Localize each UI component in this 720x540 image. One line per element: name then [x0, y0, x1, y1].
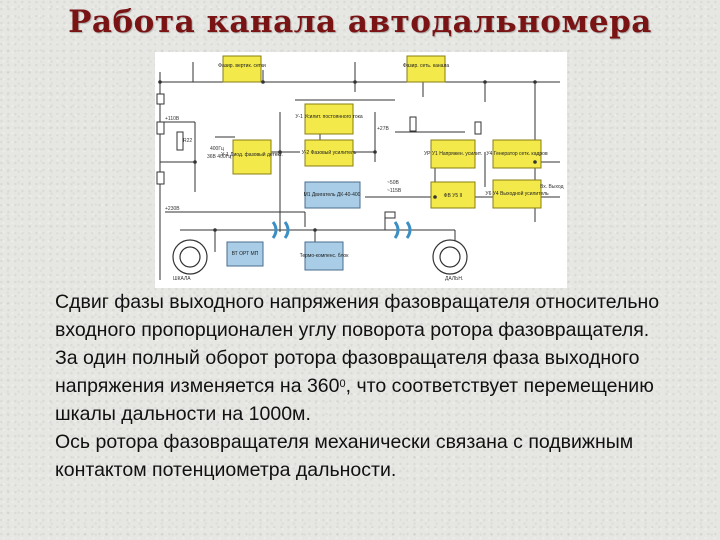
- paragraph-2: За один полный оборот ротора фазовращате…: [15, 344, 710, 428]
- label-y1-diode: У-1 Диод. фазовый детект.: [221, 151, 283, 158]
- label-y3-amp: УР У1 Напряжен. усилит.: [424, 151, 482, 157]
- block-sensor: [304, 241, 344, 271]
- paragraph-2-part-b: , что соответствует перемещению шкалы да…: [55, 375, 654, 425]
- resistors: [156, 93, 482, 219]
- circuit-diagram: Фазир. вертик. сетки Фазир. сеть. канала…: [155, 52, 567, 288]
- label-v50: ~50В: [387, 180, 399, 186]
- label-dial-right: ДАЛЬН.: [445, 276, 463, 282]
- block-bt: [226, 241, 264, 267]
- label-m1-motor: М1 Двигатель ДК-40-400: [304, 192, 361, 198]
- block-phase-rx: [222, 55, 262, 83]
- block-y2-amp: [304, 139, 354, 167]
- mechanical-couplings: [271, 221, 412, 239]
- label-vout: Вх. Выход: [540, 184, 564, 190]
- label-y4-gen: У4 Генератор сетк. кадров: [486, 151, 548, 157]
- label-phase-rx: Фазир. вертик. сетки: [218, 63, 266, 69]
- page-title: Работа канала автодальномера: [68, 4, 652, 40]
- paragraph-2-part-a: За один полный оборот ротора фазовращате…: [55, 347, 640, 397]
- blue-blocks: [226, 181, 361, 271]
- label-bt: ВТ ОРТ МП: [232, 251, 259, 257]
- yellow-blocks: [222, 55, 542, 209]
- circuit-svg: Фазир. вертик. сетки Фазир. сеть. канала…: [156, 55, 564, 282]
- block-m1-motor: [304, 181, 361, 209]
- label-y6-unit: У6 У4 Выходной усилитель: [485, 190, 549, 197]
- block-labels: Фазир. вертик. сетки Фазир. сеть. канала…: [218, 63, 549, 259]
- label-v110: +110В: [165, 116, 180, 122]
- contacts: [158, 80, 537, 232]
- label-r22: R22: [183, 138, 192, 144]
- wiring: [159, 62, 560, 280]
- block-y1-diode: [232, 139, 272, 175]
- block-phase-grid: [406, 55, 446, 83]
- block-y3-amp: [430, 139, 476, 169]
- degree-superscript: 0: [339, 378, 346, 390]
- label-f400: 400Гц: [210, 146, 224, 152]
- label-v27: +27В: [377, 126, 389, 132]
- body-text: Сдвиг фазы выходного напряжения фазовращ…: [15, 288, 710, 484]
- dials: [172, 239, 468, 275]
- label-v36: 36В 400Гц: [207, 154, 231, 160]
- block-y4-gen: [492, 139, 542, 169]
- label-v230: +230В: [165, 206, 180, 212]
- block-y1-amp: [304, 103, 354, 135]
- paragraph-3: Ось ротора фазовращателя механически свя…: [55, 431, 634, 481]
- label-y2-amp: У-2 Фазовый усилитель: [302, 149, 357, 156]
- block-y6-unit: [492, 179, 542, 209]
- label-dial-left: ШКАЛА: [173, 276, 191, 282]
- voltage-labels: +27В +110В +230В ~50В ~115В 400Гц R22 36…: [165, 116, 564, 282]
- label-y1-amp: У-1 Усилит. постоянного тока: [295, 114, 363, 120]
- block-y5-unit: [430, 181, 476, 209]
- label-phase-grid: Фазир. сеть. канала: [403, 63, 449, 69]
- label-v115: ~115В: [387, 188, 402, 194]
- label-sensor: Термо-компенс. блок: [300, 253, 350, 259]
- label-y5-unit: ФВ У5 II: [444, 193, 463, 199]
- paragraph-1: Сдвиг фазы выходного напряжения фазовращ…: [55, 291, 660, 341]
